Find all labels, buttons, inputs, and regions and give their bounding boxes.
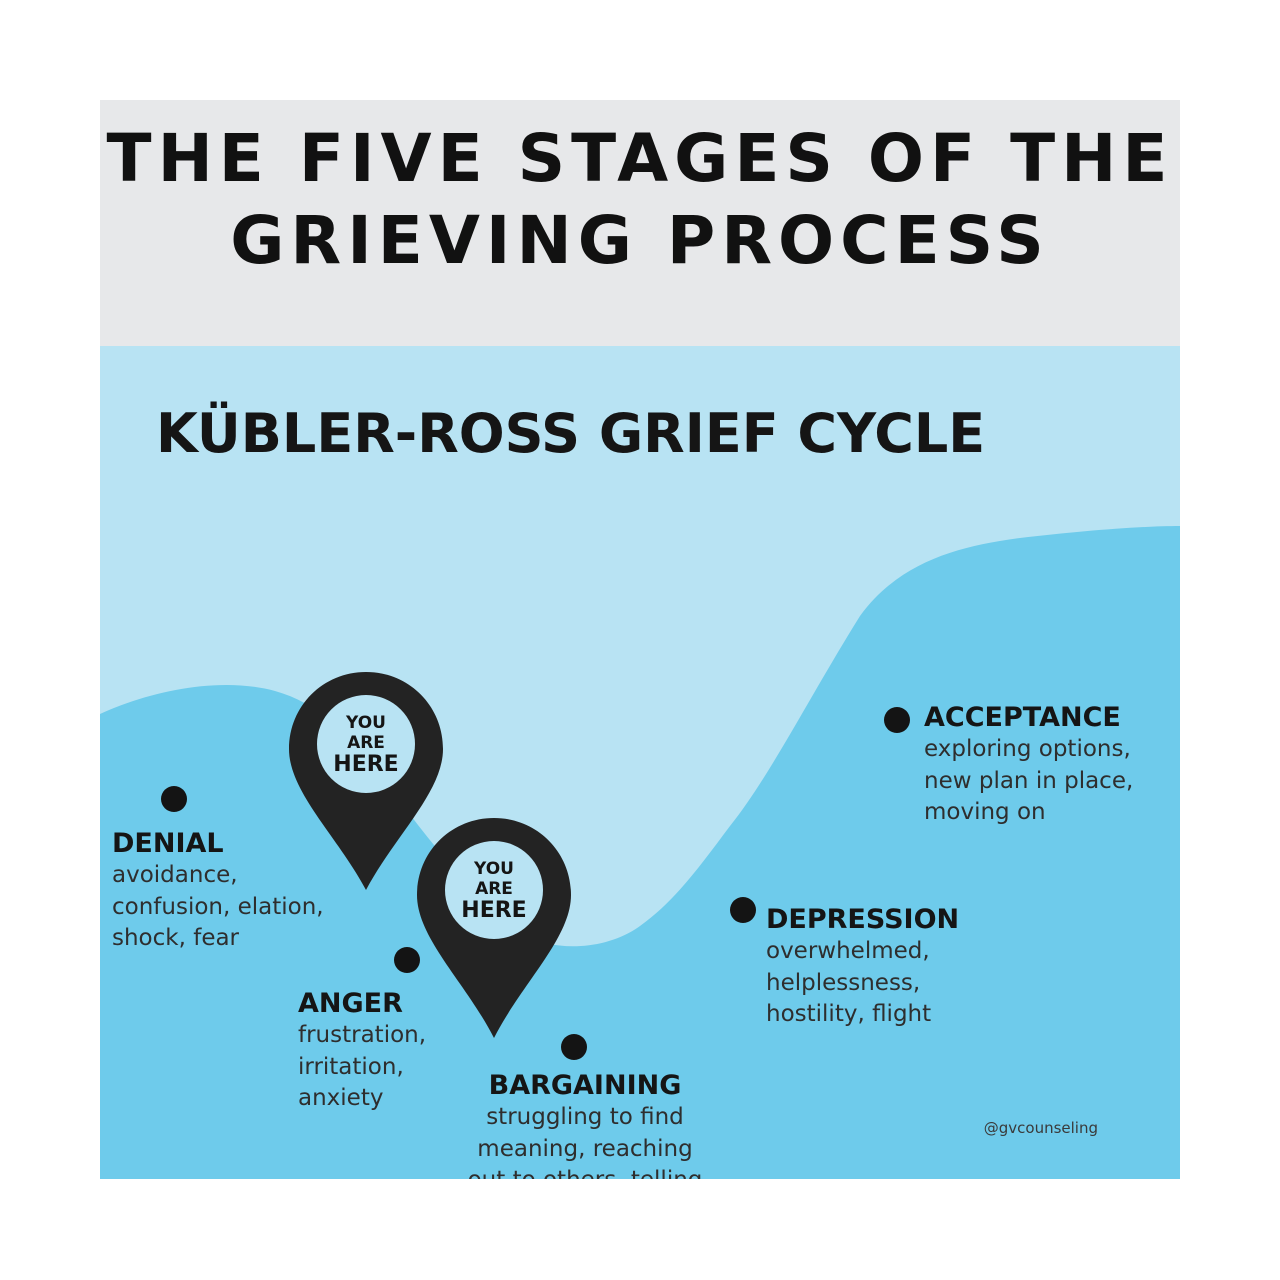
stage-desc-acceptance: exploring options, new plan in place, mo…: [924, 736, 1134, 825]
stage-dot-denial: [161, 786, 187, 812]
stage-dot-acceptance: [884, 707, 910, 733]
header-banner: THE FIVE STAGES OF THE GRIEVING PROCESS: [100, 100, 1180, 346]
page-title-line-1: THE FIVE STAGES OF THE: [106, 120, 1174, 197]
page-title: THE FIVE STAGES OF THE GRIEVING PROCESS: [100, 118, 1180, 282]
stage-name-anger: ANGER: [298, 988, 403, 1019]
pin-1-line-3: HERE: [333, 752, 399, 777]
pin-2-line-1: YOU: [474, 859, 514, 879]
pin-1-line-1: YOU: [346, 713, 386, 733]
infographic-card: THE FIVE STAGES OF THE GRIEVING PROCESS …: [100, 100, 1180, 1179]
stage-dot-bargaining: [561, 1034, 587, 1060]
stage-name-depression: DEPRESSION: [766, 904, 960, 935]
cycle-title: KÜBLER-ROSS GRIEF CYCLE: [156, 402, 986, 465]
stage-name-acceptance: ACCEPTANCE: [924, 702, 1121, 733]
grief-cycle-diagram: KÜBLER-ROSS GRIEF CYCLE DENIAL avoidance…: [100, 346, 1180, 1179]
stage-dot-anger: [394, 947, 420, 973]
you-are-here-pin-1: YOU ARE HERE: [289, 672, 443, 890]
pin-label-2: YOU ARE HERE: [417, 859, 571, 923]
stage-name-bargaining: BARGAINING: [488, 1070, 682, 1101]
stage-desc-depression: overwhelmed, helplessness, hostility, fl…: [766, 938, 932, 1027]
you-are-here-pin-2: YOU ARE HERE: [417, 818, 571, 1038]
grief-curve-wave: [100, 526, 1180, 1179]
pin-2-line-2: ARE: [475, 879, 513, 899]
stage-depression: DEPRESSION overwhelmed, helplessness, ho…: [766, 904, 1046, 1031]
stage-name-denial: DENIAL: [112, 828, 224, 859]
stage-acceptance: ACCEPTANCE exploring options, new plan i…: [924, 702, 1174, 829]
stage-desc-denial: avoidance, confusion, elation, shock, fe…: [112, 862, 324, 951]
pin-2-line-3: HERE: [461, 898, 527, 923]
stage-dot-depression: [730, 897, 756, 923]
stage-anger: ANGER frustration, irritation, anxiety: [298, 988, 498, 1115]
stage-denial: DENIAL avoidance, confusion, elation, sh…: [112, 828, 412, 955]
map-pin-icon: [417, 818, 571, 1038]
pin-label-1: YOU ARE HERE: [289, 713, 443, 777]
wave-shape: [100, 526, 1180, 1179]
credit-handle: @gvcounseling: [983, 1119, 1098, 1137]
stage-desc-anger: frustration, irritation, anxiety: [298, 1022, 427, 1111]
stage-desc-bargaining: struggling to find meaning, reaching out…: [468, 1104, 703, 1179]
stage-bargaining: BARGAINING struggling to find meaning, r…: [440, 1070, 730, 1179]
map-pin-icon: [289, 672, 443, 890]
page-title-line-2: GRIEVING PROCESS: [230, 202, 1050, 279]
pin-1-line-2: ARE: [347, 733, 385, 753]
